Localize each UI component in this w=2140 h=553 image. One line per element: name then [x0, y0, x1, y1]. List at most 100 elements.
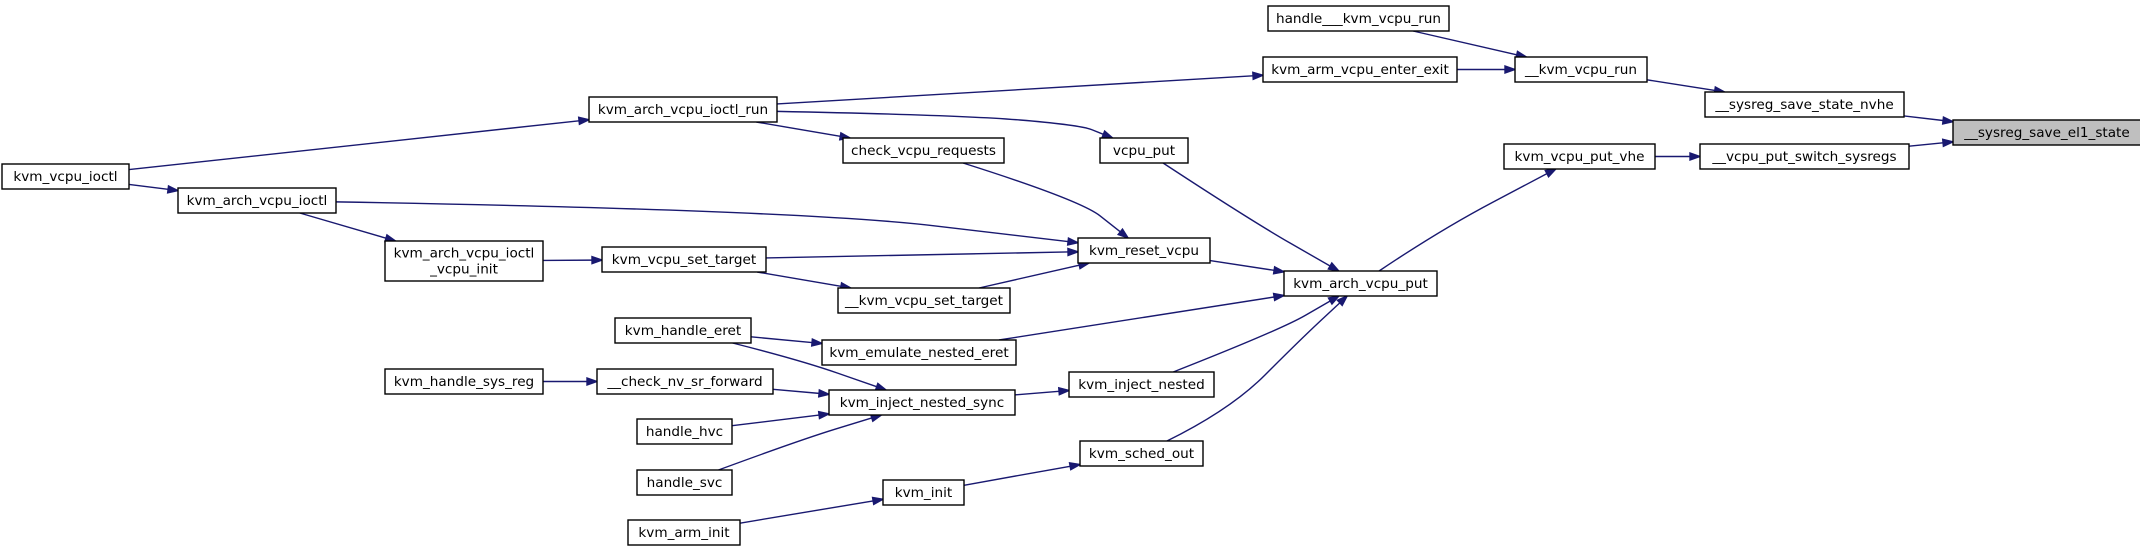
node-label: kvm_inject_nested	[1078, 377, 1204, 393]
node-sysreg-save-el1-state[interactable]: __sysreg_save_el1_state	[1952, 119, 2140, 146]
node-kvm-inject-nested-sync[interactable]: kvm_inject_nested_sync	[828, 389, 1016, 416]
edge-line	[1173, 300, 1331, 373]
node-box	[588, 96, 778, 123]
edge-line	[978, 264, 1080, 289]
arrowhead-icon	[1067, 247, 1081, 257]
arrowhead-icon	[1327, 294, 1341, 306]
edge-kvm_handle_sys_reg-to-check_nv_sr_forward	[543, 377, 600, 386]
edge-kvm_handle_eret-to-kvm_emulate_nested_eret	[750, 336, 825, 347]
node-label: __sysreg_save_el1_state	[1963, 125, 2130, 141]
node-kvm-vcpu-put-vhe[interactable]: kvm_vcpu_put_vhe	[1503, 143, 1656, 170]
node-kvm-vcpu-set-target-[interactable]: __kvm_vcpu_set_target	[837, 287, 1011, 314]
node-box	[1068, 371, 1215, 398]
edge-kvm_vcpu_set_target-to-kvm_reset_vcpu	[765, 247, 1081, 259]
node-box	[1099, 137, 1189, 164]
node-label: __kvm_vcpu_run	[1524, 62, 1637, 78]
arrowhead-icon	[817, 410, 832, 420]
node-label: kvm_reset_vcpu	[1089, 243, 1199, 259]
node-label: kvm_arch_vcpu_ioctl_run	[598, 102, 768, 118]
node-label: kvm_arm_init	[638, 525, 729, 541]
node-box	[636, 418, 733, 445]
node-box	[882, 479, 965, 506]
node-label: __kvm_vcpu_set_target	[844, 293, 1003, 309]
node-vcpu-put-switch-sysregs[interactable]: __vcpu_put_switch_sysregs	[1699, 143, 1910, 170]
node-box	[1952, 119, 2140, 146]
node-vcpu-put[interactable]: vcpu_put	[1099, 137, 1189, 164]
edge-kvm_arch_vcpu_put-to-kvm_vcpu_put_vhe	[1378, 168, 1558, 272]
node-box	[1699, 143, 1910, 170]
node-label: handle_hvc	[646, 424, 723, 440]
node-label: kvm_init	[895, 485, 952, 501]
node-label: kvm_sched_out	[1089, 446, 1194, 462]
node-check-vcpu-requests[interactable]: check_vcpu_requests	[842, 137, 1005, 164]
arrowhead-icon	[577, 116, 592, 126]
edge-line	[962, 162, 1121, 233]
arrowhead-icon	[1544, 168, 1558, 178]
node-box	[614, 317, 752, 344]
edge-kvm_vcpu_ioctl-to-kvm_arch_vcpu_ioctl_run	[128, 116, 592, 171]
arrowhead-icon	[1504, 65, 1518, 74]
edge-line	[128, 120, 580, 171]
node-kvm-vcpu-run-[interactable]: __kvm_vcpu_run	[1514, 56, 1648, 83]
edge-kvm_arch_vcpu_ioctl_run-to-kvm_arm_vcpu_enter_exit	[776, 71, 1266, 105]
node-kvm-handle-sys-reg[interactable]: kvm_handle_sys_reg	[384, 368, 544, 395]
node-kvm-arch-vcpu-ioctl-vcpu-init[interactable]: kvm_arch_vcpu_ioctl_vcpu_init	[384, 240, 544, 282]
edge-kvm_arm_vcpu_enter_exit-to-kvm_vcpu_run_	[1457, 65, 1518, 74]
node-kvm-init[interactable]: kvm_init	[882, 479, 965, 506]
node-label: kvm_arch_vcpu_ioctl	[187, 193, 328, 209]
edge-line	[765, 251, 1069, 259]
node-kvm-vcpu-set-target[interactable]: kvm_vcpu_set_target	[601, 246, 767, 273]
node-label: kvm_handle_eret	[625, 323, 741, 339]
node-label: kvm_arm_vcpu_enter_exit	[1271, 62, 1449, 78]
node-kvm-vcpu-ioctl[interactable]: kvm_vcpu_ioctl	[1, 163, 130, 190]
call-graph-nodes: __sysreg_save_el1_state __sysreg_save_sta…	[1, 5, 2140, 546]
node-kvm-inject-nested[interactable]: kvm_inject_nested	[1068, 371, 1215, 398]
node-box	[384, 368, 544, 395]
node-kvm-sched-out[interactable]: kvm_sched_out	[1079, 440, 1204, 467]
edge-line	[128, 183, 169, 191]
node-kvm-handle-eret[interactable]: kvm_handle_eret	[614, 317, 752, 344]
edge-line	[1162, 162, 1331, 267]
node-label: vcpu_put	[1113, 143, 1175, 159]
edge-check_vcpu_requests-to-kvm_reset_vcpu	[962, 162, 1130, 240]
edge-kvm_vcpu_set_target-to-kvm_vcpu_set_target_	[757, 271, 853, 291]
node-label: _vcpu_init	[429, 262, 498, 278]
edge-line	[963, 465, 1071, 486]
arrowhead-icon	[1101, 129, 1115, 139]
edge-line	[1014, 390, 1060, 396]
arrowhead-icon	[1068, 461, 1083, 471]
node-handle-hvc[interactable]: handle_hvc	[636, 418, 733, 445]
arrowhead-icon	[1057, 386, 1072, 396]
node-kvm-emulate-nested-eret[interactable]: kvm_emulate_nested_eret	[821, 339, 1017, 366]
arrowhead-icon	[1272, 265, 1287, 275]
node-box	[821, 339, 1017, 366]
node-kvm-arch-vcpu-ioctl-run[interactable]: kvm_arch_vcpu_ioctl_run	[588, 96, 778, 123]
node-box	[1704, 91, 1905, 118]
node-label: kvm_emulate_nested_eret	[829, 345, 1008, 361]
edge-handle___kvm_vcpu_run-to-kvm_vcpu_run_	[1412, 30, 1529, 59]
node-check-nv-sr-forward[interactable]: __check_nv_sr_forward	[596, 368, 774, 395]
edge-kvm_arm_init-to-kvm_init	[739, 496, 886, 524]
node-box	[1262, 56, 1458, 83]
node-label: handle___kvm_vcpu_run	[1276, 11, 1441, 27]
node-kvm-arch-vcpu-ioctl[interactable]: kvm_arch_vcpu_ioctl	[177, 187, 337, 214]
edge-vcpu_put_switch_sysregs-to-sysreg_save_el1_state	[1908, 138, 1956, 148]
edge-vcpu_put-to-kvm_arch_vcpu_put	[1162, 162, 1341, 273]
node-label: handle_svc	[647, 475, 723, 491]
node-kvm-arm-vcpu-enter-exit[interactable]: kvm_arm_vcpu_enter_exit	[1262, 56, 1458, 83]
edge-line	[776, 75, 1254, 105]
node-handle-svc[interactable]: handle_svc	[636, 469, 733, 496]
edge-line	[776, 110, 1104, 135]
node-kvm-arch-vcpu-put[interactable]: kvm_arch_vcpu_put	[1283, 270, 1438, 297]
arrowhead-icon	[871, 496, 886, 506]
edge-line	[1903, 115, 1944, 122]
node-kvm-reset-vcpu[interactable]: kvm_reset_vcpu	[1077, 237, 1211, 264]
node-kvm-arm-init[interactable]: kvm_arm_init	[627, 519, 741, 546]
node-label: kvm_vcpu_put_vhe	[1515, 149, 1645, 165]
edge-line	[1646, 79, 1715, 92]
node-sysreg-save-state-nvhe[interactable]: __sysreg_save_state_nvhe	[1704, 91, 1905, 118]
node-box	[384, 240, 544, 282]
edge-line	[718, 417, 872, 471]
node-handle---kvm-vcpu-run[interactable]: handle___kvm_vcpu_run	[1267, 5, 1450, 32]
node-label: kvm_handle_sys_reg	[394, 374, 534, 390]
